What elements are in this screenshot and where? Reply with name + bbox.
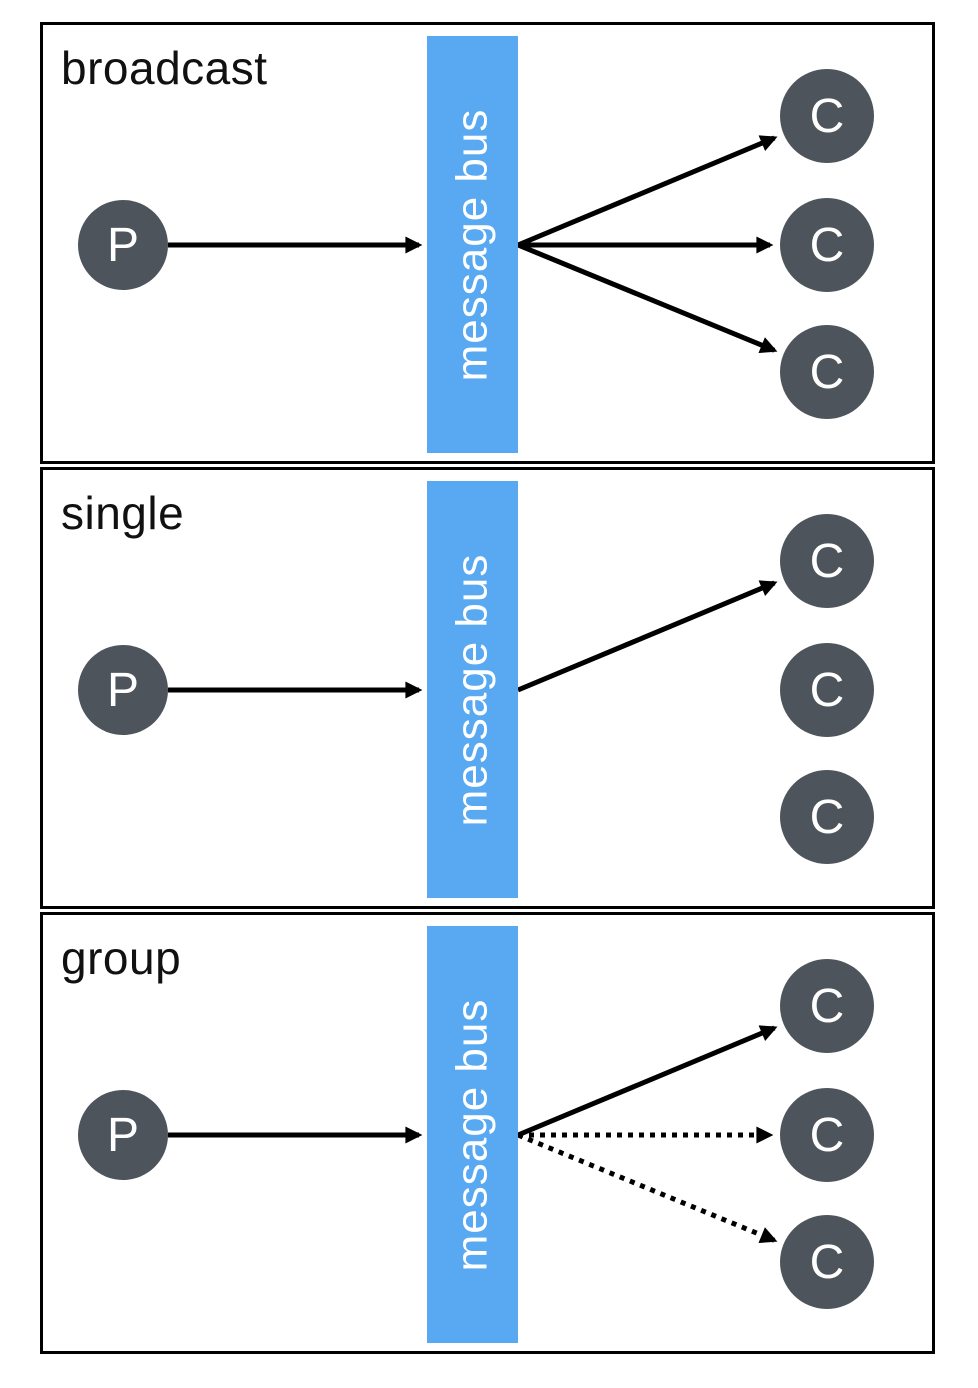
producer-label: P bbox=[106, 218, 139, 272]
panel-title: broadcast bbox=[61, 42, 268, 94]
consumer-label: C bbox=[809, 89, 845, 143]
panel-title: single bbox=[61, 487, 185, 539]
consumer-label: C bbox=[809, 534, 845, 588]
consumer-node: C bbox=[780, 69, 874, 163]
consumer-node: C bbox=[780, 959, 874, 1053]
consumer-node: C bbox=[780, 325, 874, 419]
producer-label: P bbox=[106, 1108, 139, 1162]
panel-broadcast: broadcast P message bus C C C bbox=[40, 22, 935, 464]
producer-node: P bbox=[78, 1090, 168, 1180]
panel-single-inner: single P message bus C C C bbox=[43, 470, 932, 906]
dotted-arrow bbox=[517, 1132, 778, 1244]
consumer-label: C bbox=[809, 979, 845, 1033]
producer-node: P bbox=[78, 645, 168, 735]
consumer-label: C bbox=[809, 1235, 845, 1289]
message-bus: message bus bbox=[427, 926, 518, 1343]
panel-group-inner: group P message bus C C C bbox=[43, 915, 932, 1351]
message-bus-label: message bus bbox=[447, 998, 497, 1271]
consumer-node: C bbox=[780, 770, 874, 864]
solid-arrow bbox=[517, 580, 778, 693]
arrows-layer bbox=[168, 1025, 778, 1244]
solid-arrow bbox=[517, 242, 778, 354]
consumer-label: C bbox=[809, 218, 845, 272]
producer-node: P bbox=[78, 200, 168, 290]
producer-label: P bbox=[106, 663, 139, 717]
panel-broadcast-inner: broadcast P message bus C C C bbox=[43, 25, 932, 461]
message-bus: message bus bbox=[427, 481, 518, 898]
solid-arrow bbox=[517, 135, 778, 248]
consumer-node: C bbox=[780, 643, 874, 737]
message-bus-label: message bus bbox=[447, 108, 497, 381]
consumer-node: C bbox=[780, 1215, 874, 1309]
consumer-node: C bbox=[780, 1088, 874, 1182]
panel-title: group bbox=[61, 932, 182, 984]
consumer-label: C bbox=[809, 790, 845, 844]
message-bus: message bus bbox=[427, 36, 518, 453]
solid-arrow bbox=[517, 1025, 778, 1138]
consumer-label: C bbox=[809, 1108, 845, 1162]
panel-single: single P message bus C C C bbox=[40, 467, 935, 909]
consumer-label: C bbox=[809, 345, 845, 399]
panel-group: group P message bus C C C bbox=[40, 912, 935, 1354]
arrows-layer bbox=[168, 580, 778, 699]
consumer-node: C bbox=[780, 514, 874, 608]
arrows-layer bbox=[168, 135, 778, 354]
message-bus-label: message bus bbox=[447, 553, 497, 826]
consumer-node: C bbox=[780, 198, 874, 292]
consumer-label: C bbox=[809, 663, 845, 717]
